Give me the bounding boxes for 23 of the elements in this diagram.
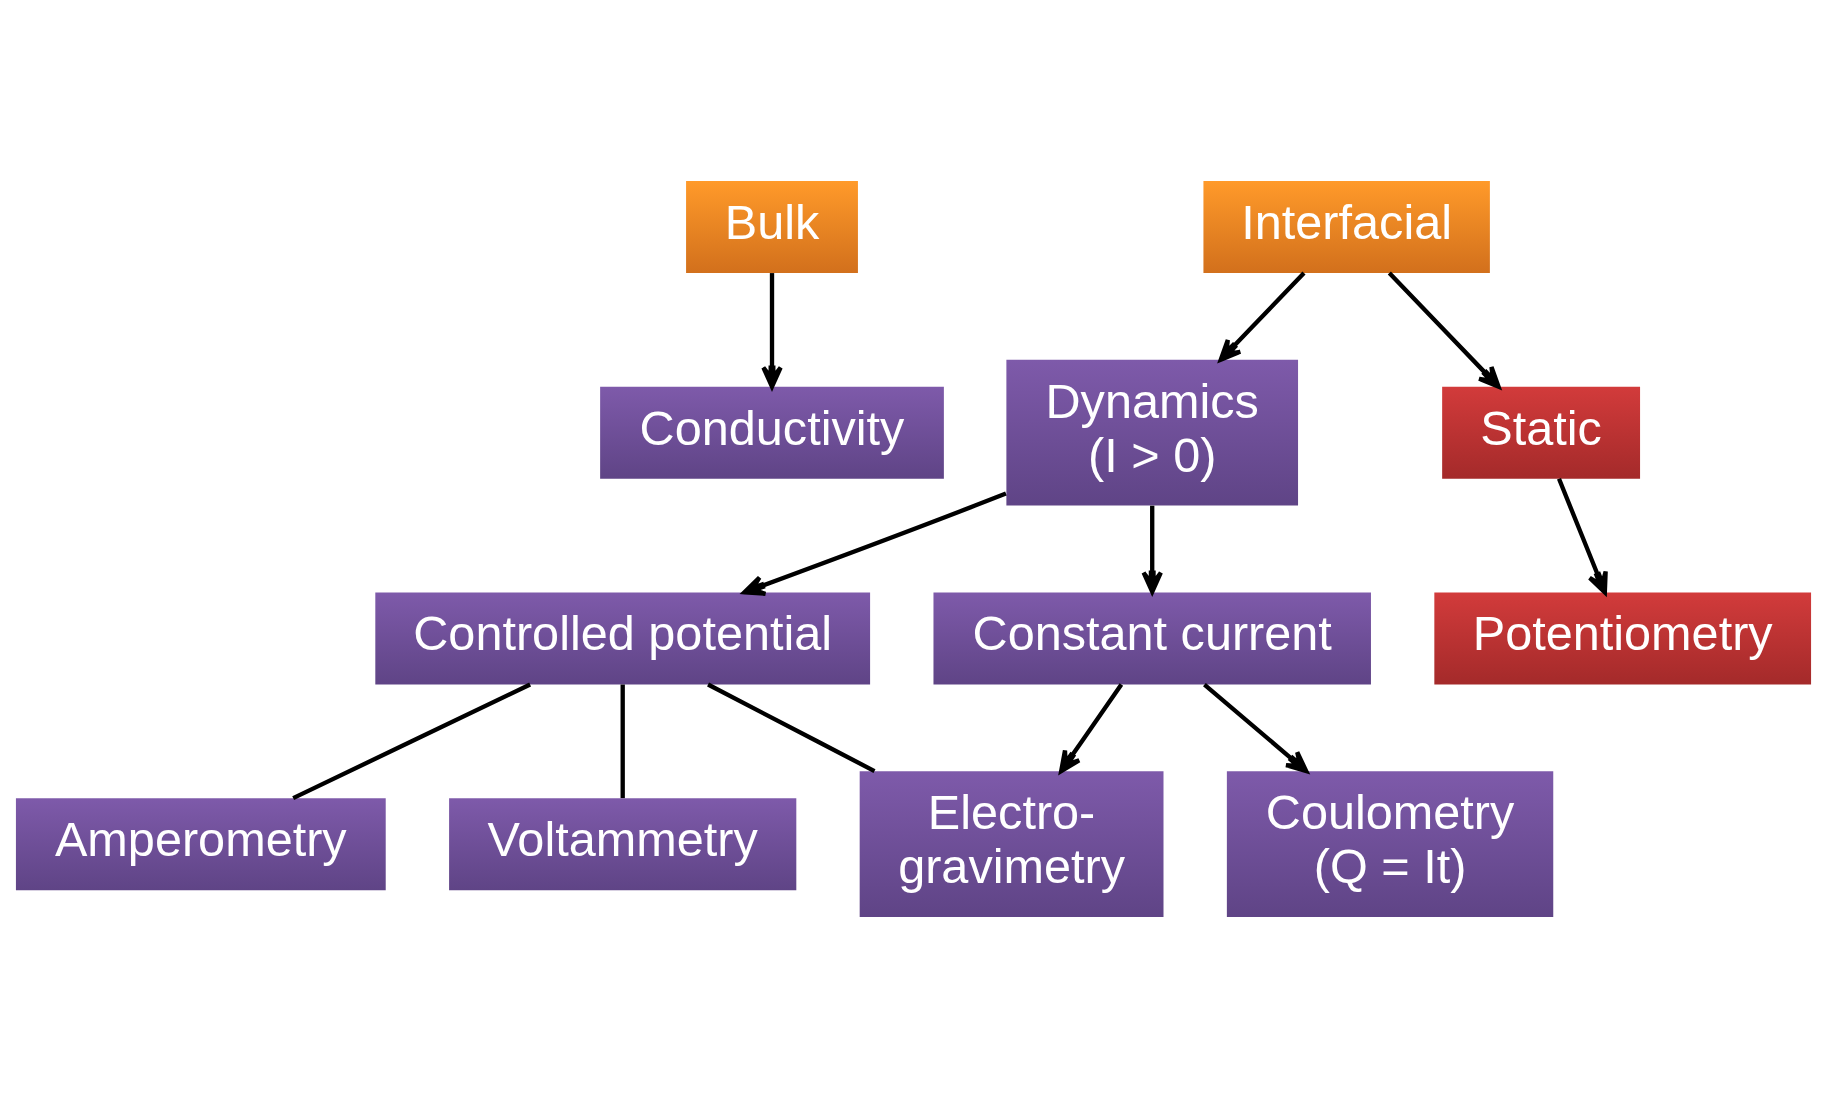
connector [620, 684, 625, 798]
node-box: Conductivity [600, 386, 944, 479]
arrow [761, 272, 783, 389]
arrow [1141, 505, 1163, 594]
arrow [1218, 271, 1306, 362]
arrow [742, 491, 1007, 596]
connector [707, 682, 876, 773]
node-box: Voltammetry [449, 797, 797, 890]
arrow [1557, 477, 1608, 595]
connector [292, 682, 532, 800]
node-box: Coulometry (Q = It) [1226, 770, 1554, 917]
node-box: Dynamics (I > 0) [1006, 359, 1299, 506]
node-box: Amperometry [15, 797, 386, 890]
node-box: Interfacial [1203, 180, 1490, 273]
node-box: Electro- gravimetry [859, 770, 1164, 917]
node-box: Controlled potential [375, 591, 871, 684]
arrow [1203, 682, 1309, 773]
node-box: Static [1442, 386, 1641, 479]
arrow [1059, 682, 1124, 773]
node-box: Bulk [686, 180, 858, 273]
node-box: Constant current [933, 591, 1371, 684]
node-box: Potentiometry [1434, 591, 1812, 684]
arrow [1387, 271, 1501, 389]
